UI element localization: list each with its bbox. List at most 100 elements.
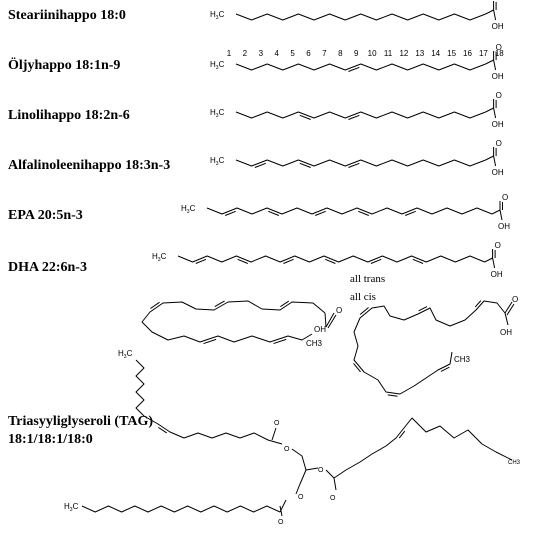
carbon-number: 17 — [479, 49, 488, 58]
methyl-group: CH3 — [454, 355, 471, 364]
carbonyl-oxygen: O — [496, 139, 502, 148]
carbon-number: 8 — [338, 49, 343, 58]
hydroxyl-bond — [493, 9, 497, 21]
hydroxyl-group: OH — [491, 270, 503, 279]
double-bond — [440, 366, 450, 372]
carbon-number: 3 — [259, 49, 264, 58]
carbonyl-oxygen: O — [336, 306, 342, 315]
carbon-number: 7 — [322, 49, 327, 58]
carbon-number: 2 — [243, 49, 248, 58]
double-bond — [158, 426, 168, 434]
bond — [485, 155, 494, 161]
label-oleic-acid: Öljyhappo 18:1n-9 — [8, 58, 121, 73]
methyl-group: H3C — [181, 204, 196, 215]
double-bond — [283, 258, 294, 264]
carbonyl-oxygen: O — [496, 0, 502, 2]
double-bond — [358, 210, 369, 216]
double-bond — [370, 258, 382, 264]
double-bond — [359, 307, 369, 315]
stearic-acid-structure: H3C O OH — [210, 0, 504, 31]
carbonyl-oxygen: O — [496, 43, 502, 52]
methyl-group: CH3 — [508, 460, 521, 466]
carbonyl-bond — [325, 312, 335, 328]
glycerol-backbone — [291, 448, 307, 495]
double-bond — [315, 210, 326, 216]
double-bond — [150, 301, 160, 309]
dha-structure: H3C O OH — [152, 241, 503, 279]
label-linoleic-acid: Linolihappo 18:2n-6 — [8, 108, 130, 123]
label-alpha-linolenic-acid: Alfalinoleenihappo 18:3n-3 — [8, 158, 171, 173]
ester-oxygen: O — [298, 494, 304, 501]
ester-oxygen: O — [318, 467, 324, 474]
carbon-chain — [81, 505, 281, 513]
label-dha: DHA 22:6n-3 — [8, 260, 87, 275]
double-bond — [348, 162, 360, 168]
double-bond — [325, 258, 336, 264]
carbon-chain — [235, 159, 486, 167]
double-bond — [299, 114, 311, 120]
label-tag-composition: 18:1/18:1/18:0 — [8, 432, 93, 447]
carbonyl-bond — [327, 314, 337, 329]
ester-oxygen: O — [284, 446, 290, 453]
epa-all-trans-ring: O OH CH3 — [141, 300, 342, 348]
carbonyl-bond — [333, 477, 337, 491]
bond — [484, 257, 493, 263]
double-bond — [203, 338, 217, 345]
carbon-chain — [325, 417, 513, 479]
methyl-group: H3C — [210, 60, 225, 71]
carbon-number: 10 — [368, 49, 377, 58]
double-bond — [254, 162, 266, 168]
double-bond — [418, 306, 428, 312]
carbon-chain — [206, 207, 493, 215]
carbonyl-bond — [279, 505, 283, 517]
double-bond — [195, 258, 207, 264]
carbonyl-oxygen: O — [512, 295, 518, 304]
hydroxyl-group: OH — [492, 22, 504, 31]
dha-all-cis-structure: O OH CH3 — [353, 295, 518, 397]
label-all-cis: all cis — [350, 291, 376, 303]
hydroxyl-group: OH — [500, 328, 512, 337]
double-bond — [280, 300, 290, 308]
methyl-group: H3C — [152, 252, 167, 263]
carbon-number: 13 — [415, 49, 424, 58]
double-bond — [348, 66, 360, 72]
hydroxyl-bond — [493, 107, 497, 119]
bond — [504, 312, 509, 326]
hydroxyl-group: OH — [314, 325, 326, 334]
carbon-number: 11 — [384, 49, 393, 58]
double-bond — [387, 394, 398, 397]
double-bond — [412, 258, 424, 264]
double-bond — [348, 114, 360, 120]
methyl-group: H3C — [118, 349, 133, 360]
carbon-number: 15 — [447, 49, 456, 58]
carbon-chain — [235, 63, 486, 71]
double-bond — [398, 430, 406, 439]
label-stearic-acid: Steariinihappo 18:0 — [8, 8, 126, 23]
bond — [491, 209, 501, 215]
double-bond — [268, 210, 279, 216]
double-bond — [299, 162, 311, 168]
carbonyl-oxygen: O — [495, 241, 501, 250]
hydroxyl-bond — [492, 257, 496, 269]
carbon-chain — [135, 359, 283, 445]
carbon-chain — [141, 300, 326, 343]
carbon-number: 12 — [399, 49, 408, 58]
methyl-group: H3C — [210, 10, 225, 21]
hydroxyl-group: OH — [492, 72, 504, 81]
bond — [305, 467, 319, 471]
double-bond — [273, 338, 287, 345]
bond — [324, 312, 327, 328]
bond — [485, 59, 494, 65]
carbon-chain — [177, 255, 485, 263]
carbon-chain — [235, 111, 486, 119]
carbonyl-bond — [506, 303, 515, 316]
methyl-group: CH3 — [306, 339, 323, 348]
carbonyl-oxygen: O — [278, 519, 284, 526]
carbon-number: 6 — [306, 49, 311, 58]
carbonyl-bond — [504, 301, 513, 314]
